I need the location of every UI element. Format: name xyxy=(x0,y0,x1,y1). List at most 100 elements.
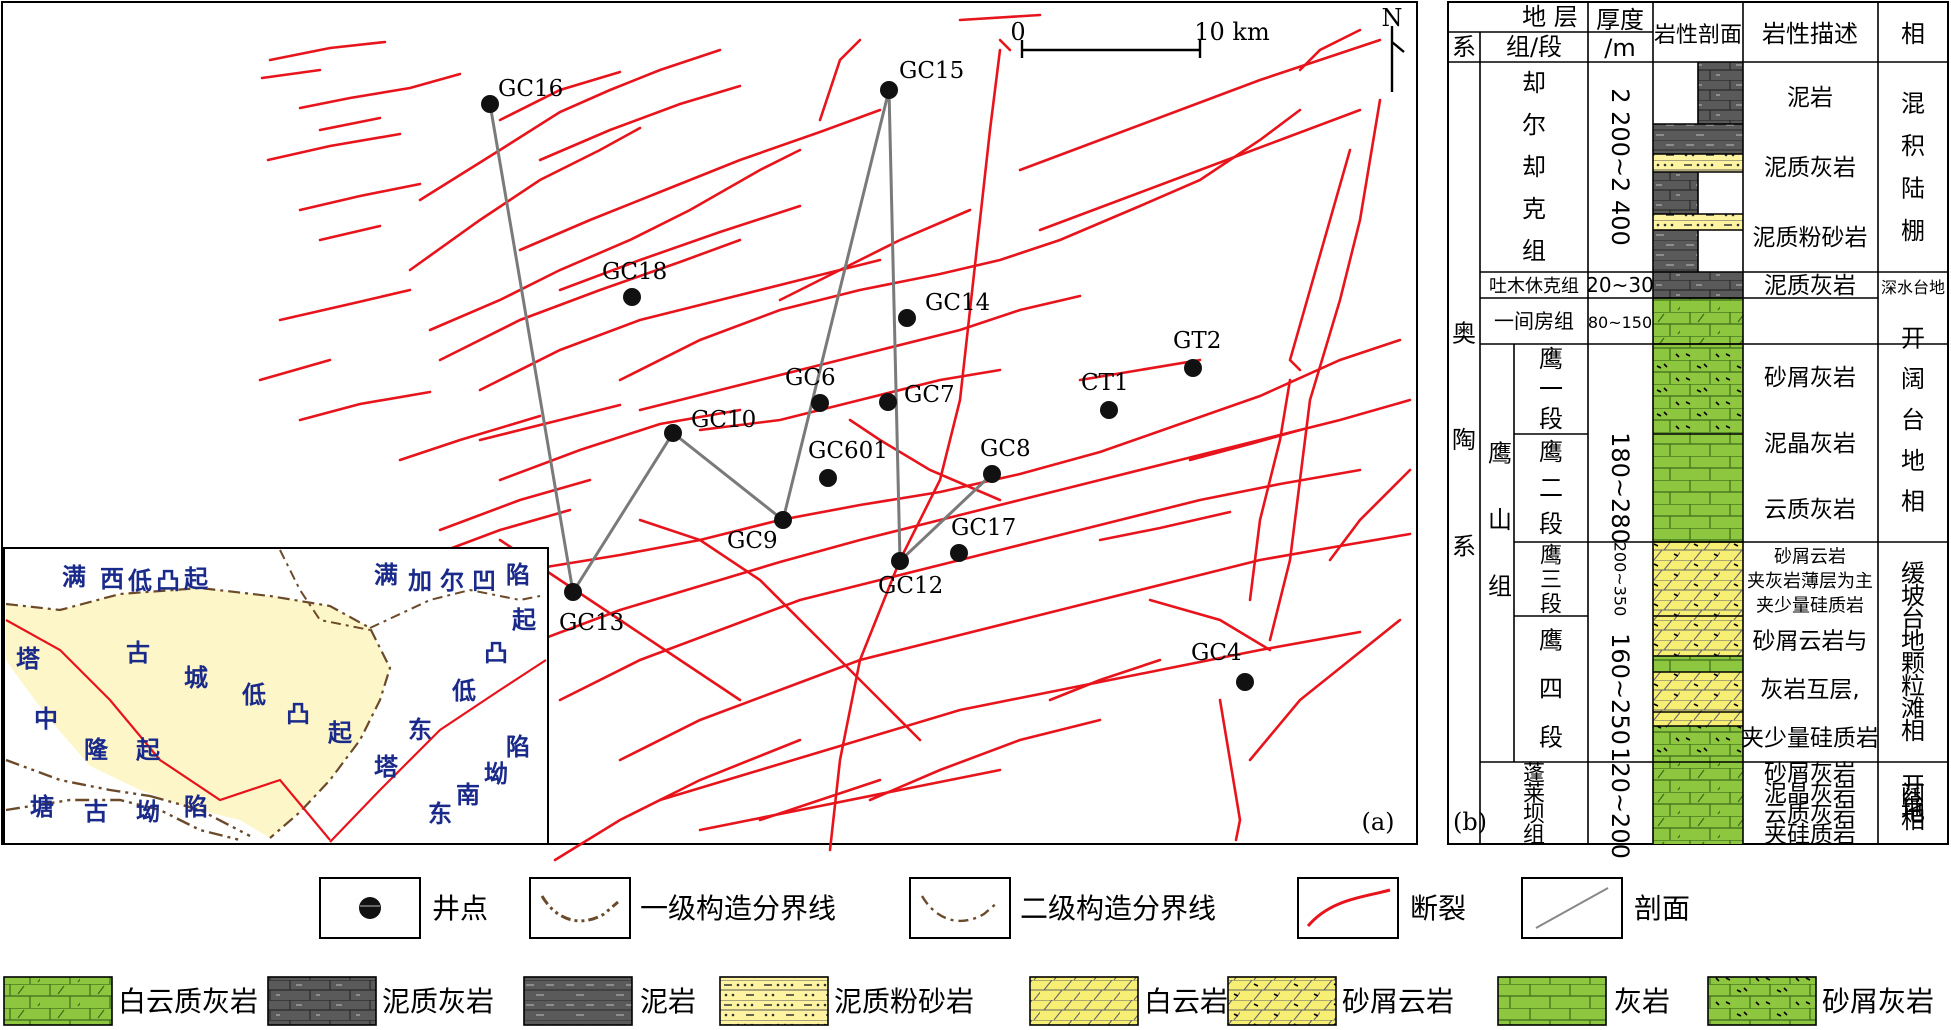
north-label: N xyxy=(1382,4,1403,32)
formation-name: 组 xyxy=(1522,237,1546,265)
formation-name: 一 xyxy=(1539,375,1563,403)
formation-name: 一间房组 xyxy=(1494,309,1574,333)
legend-fault: 断裂 xyxy=(1297,877,1466,939)
formation-name: 却 xyxy=(1522,153,1546,181)
formation-name: 鹰 xyxy=(1539,626,1563,654)
lithology-description: 砂屑灰岩 xyxy=(1764,760,1856,786)
well-marker xyxy=(1236,673,1254,691)
yingshan-name: 鹰 xyxy=(1488,439,1512,467)
lithology-description: 夹灰岩薄层为主 xyxy=(1747,571,1873,592)
lithology-description: 泥晶灰岩 xyxy=(1764,781,1856,807)
well-gc14: GC14 xyxy=(898,290,990,327)
header-thickness-2: /m xyxy=(1604,34,1635,62)
well-label: GC6 xyxy=(785,365,836,391)
inset-label: 南 xyxy=(456,781,480,809)
well-marker xyxy=(898,309,916,327)
facies: 颗 xyxy=(1901,649,1925,677)
inset-label: 陷 xyxy=(184,793,208,821)
section-lines xyxy=(488,89,994,593)
formation-name: 克 xyxy=(1522,195,1546,223)
formation-name: 二 xyxy=(1539,474,1563,502)
well-label: GC8 xyxy=(980,436,1031,462)
legend: 井点 一级构造分界线 二级构造分界线 断裂 剖面 白云质灰岩 泥质 xyxy=(3,877,1934,1026)
facies: 开 xyxy=(1901,772,1925,800)
formation-name: 吐木休克组 xyxy=(1489,276,1579,297)
well-marker xyxy=(1184,359,1202,377)
system-name: 奥 xyxy=(1452,319,1476,347)
well-gc9: GC9 xyxy=(727,511,792,554)
first-order-boundary xyxy=(5,758,251,842)
thickness: 120~200 xyxy=(1606,747,1634,859)
formation-name: 鹰 xyxy=(1539,345,1563,373)
thickness: 180~280 xyxy=(1606,432,1634,544)
facies: 混 xyxy=(1901,89,1925,117)
lithology-description: 灰岩互层, xyxy=(1760,677,1859,703)
well-label: GC14 xyxy=(925,290,990,316)
well-gc17: GC17 xyxy=(950,515,1016,562)
inset-label: 西 xyxy=(100,565,124,593)
well-gc6: GC6 xyxy=(785,365,836,412)
inset-label: 起 xyxy=(511,606,537,634)
well-label: GT2 xyxy=(1173,328,1221,354)
legend-marl-label: 泥质灰岩 xyxy=(382,985,494,1018)
scale-end: 10 km xyxy=(1194,18,1270,46)
legend-marl: 泥质灰岩 xyxy=(267,976,494,1026)
legend-second-order-label: 二级构造分界线 xyxy=(1020,892,1216,925)
formation-name: 组 xyxy=(1523,823,1545,848)
facies: 阔 xyxy=(1901,365,1925,393)
inset-label: 低 xyxy=(451,677,476,705)
inset-label: 坳 xyxy=(484,760,508,788)
well-marker xyxy=(880,81,898,99)
panel-a-label: (a) xyxy=(1361,808,1394,836)
inset-label: 隆 xyxy=(84,736,109,764)
inset-label: 凸 xyxy=(156,567,180,595)
formation-name: 鹰 xyxy=(1539,438,1563,466)
formation-name: 段 xyxy=(1539,510,1563,538)
yingshan-name: 组 xyxy=(1488,573,1512,601)
legend-mudstone: 泥岩 xyxy=(523,976,696,1026)
inset-label: 起 xyxy=(183,565,209,593)
legend-dolomitic-limestone-label: 白云质灰岩 xyxy=(118,985,258,1018)
header-description: 岩性描述 xyxy=(1762,20,1858,48)
facies: 深水台地 xyxy=(1881,278,1945,297)
well-label: GC9 xyxy=(727,528,778,554)
column-grid xyxy=(1448,2,1948,844)
facies: 棚 xyxy=(1901,217,1925,245)
panel-b-label: (b) xyxy=(1453,808,1487,836)
yingshan-name: 山 xyxy=(1488,506,1512,534)
section-line-gc13-gc10-gc9-gc15-gc12-gc8 xyxy=(571,89,994,593)
facies: 相 xyxy=(1901,488,1925,516)
section-line-gc16-gc13 xyxy=(488,103,575,593)
header-formation: 组/段 xyxy=(1506,33,1562,61)
well-marker xyxy=(950,544,968,562)
fault-lines xyxy=(258,13,1412,862)
system-name: 系 xyxy=(1452,533,1476,561)
inset-label: 城 xyxy=(184,664,208,692)
legend-second-order: 二级构造分界线 xyxy=(909,877,1216,939)
well-gc601: GC601 xyxy=(808,438,888,487)
well-ct1: CT1 xyxy=(1081,370,1129,419)
legend-silty-mudstone: 泥质粉砂岩 xyxy=(719,976,974,1026)
facies: 开 xyxy=(1901,324,1925,352)
facies: 坡 xyxy=(1901,582,1925,610)
lithology-description: 泥质灰岩 xyxy=(1764,155,1856,181)
inset-label: 塔 xyxy=(16,645,41,673)
inset-label: 古 xyxy=(126,639,150,667)
inset-label: 陷 xyxy=(506,733,530,761)
well-gt2: GT2 xyxy=(1173,328,1221,377)
legend-fault-label: 断裂 xyxy=(1410,892,1466,925)
legend-section-label: 剖面 xyxy=(1634,892,1690,925)
facies: 阔 xyxy=(1901,781,1925,809)
header-facies: 相 xyxy=(1901,20,1925,48)
thickness: 20~30 xyxy=(1586,273,1654,297)
lithology-description: 泥质粉砂岩 xyxy=(1753,225,1868,251)
system-name: 陶 xyxy=(1452,426,1476,454)
well-marker xyxy=(774,511,792,529)
inset-label: 塘 xyxy=(30,793,54,821)
legend-first-order-label: 一级构造分界线 xyxy=(640,892,836,925)
header-section: 岩性剖面 xyxy=(1654,23,1742,48)
well-label: GC13 xyxy=(559,610,624,636)
well-gc8: GC8 xyxy=(980,436,1031,483)
legend-dolomitic-limestone: 白云质灰岩 xyxy=(3,976,258,1026)
